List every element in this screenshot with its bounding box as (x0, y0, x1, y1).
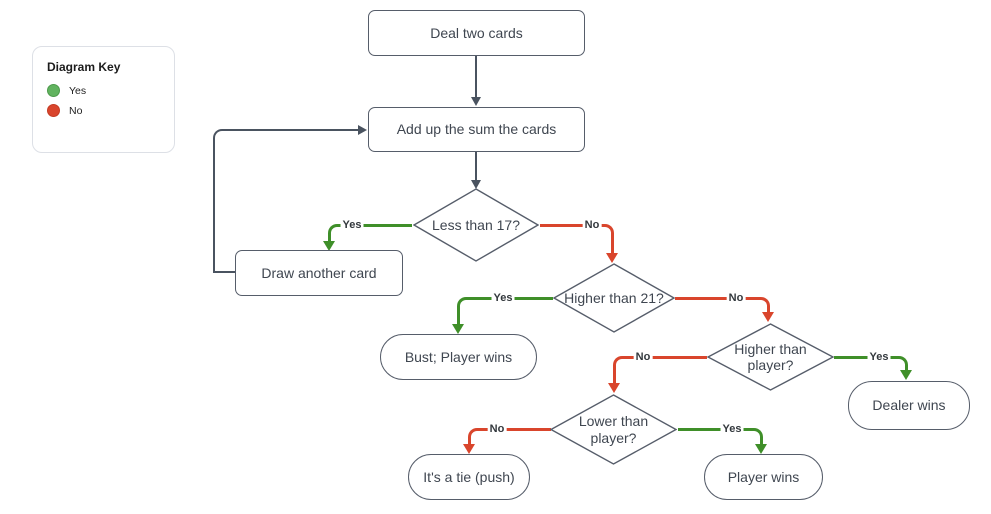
arrowhead-lowerplayer-no (463, 444, 475, 454)
connector-higher21-no (675, 297, 770, 315)
arrowhead-lowerplayer-yes (755, 444, 767, 454)
terminal-its-a-tie: It's a tie (push) (408, 454, 530, 500)
legend-no-label: No (69, 104, 83, 117)
edge-label-less17-no: No (582, 219, 602, 231)
edge-label-lowerplayer-yes: Yes (720, 423, 744, 435)
node-deal-two-cards-label: Deal two cards (430, 24, 523, 41)
decision-lower-than-player-label: Lower than player? (578, 413, 649, 446)
connector-draw-to-sum-loop (213, 129, 360, 272)
decision-higher-than-21-shape (553, 263, 675, 333)
terminal-player-wins: Player wins (704, 454, 823, 500)
decision-higher-than-21-label: Higher than 21? (564, 289, 664, 306)
arrowhead-less17-no (606, 253, 618, 263)
no-color-dot-icon (47, 104, 60, 117)
arrowhead-sum-to-less17 (471, 180, 481, 189)
legend-item-yes: Yes (47, 84, 160, 97)
edge-label-higherplayer-no: No (633, 351, 653, 363)
edge-label-higherplayer-yes: Yes (867, 351, 891, 363)
node-draw-another-card-label: Draw another card (261, 264, 377, 281)
connector-sum-to-less17 (475, 152, 477, 180)
node-add-up-sum-label: Add up the sum the cards (396, 121, 557, 138)
arrowhead-deal-to-sum (471, 97, 481, 106)
connector-less17-no (540, 224, 614, 256)
connector-higherplayer-no (613, 356, 707, 386)
arrowhead-higherplayer-no (608, 383, 620, 393)
terminal-player-wins-label: Player wins (727, 468, 800, 485)
arrowhead-higher21-yes (452, 324, 464, 334)
decision-less-than-17-shape (413, 188, 539, 262)
arrowhead-less17-yes (323, 241, 335, 251)
decision-higher-than-player-shape (707, 323, 834, 391)
edge-label-higher21-yes: Yes (491, 292, 515, 304)
legend-title: Diagram Key (47, 60, 121, 74)
legend-yes-label: Yes (69, 84, 87, 97)
decision-lower-than-player: Lower than player? (550, 394, 677, 465)
legend-item-no: No (47, 104, 160, 117)
edge-label-less17-yes: Yes (340, 219, 364, 231)
edge-label-higher21-no: No (726, 292, 746, 304)
node-draw-another-card: Draw another card (235, 250, 403, 296)
arrowhead-higherplayer-yes (900, 370, 912, 380)
terminal-its-a-tie-label: It's a tie (push) (423, 468, 515, 485)
decision-higher-than-player-label: Higher than player? (734, 340, 807, 373)
terminal-dealer-wins: Dealer wins (848, 381, 970, 430)
connector-less17-yes (328, 224, 412, 244)
decision-higher-than-player: Higher than player? (707, 323, 834, 391)
connector-draw-to-sum-loop-stub (213, 271, 236, 273)
terminal-dealer-wins-label: Dealer wins (872, 397, 946, 414)
arrowhead-higher21-no (762, 312, 774, 322)
decision-less-than-17-label: Less than 17? (432, 216, 520, 233)
connector-deal-to-sum (475, 56, 477, 97)
yes-color-dot-icon (47, 84, 60, 97)
connector-lowerplayer-no (468, 428, 551, 447)
terminal-bust-player-wins-label: Bust; Player wins (404, 348, 513, 365)
decision-higher-than-21: Higher than 21? (553, 263, 675, 333)
legend-panel: Diagram Key Yes No (32, 46, 175, 153)
edge-label-lowerplayer-no: No (487, 423, 507, 435)
decision-lower-than-player-shape (550, 394, 677, 465)
node-deal-two-cards: Deal two cards (368, 10, 585, 56)
decision-less-than-17: Less than 17? (413, 188, 539, 262)
arrowhead-loop-to-sum (358, 125, 367, 135)
node-add-up-sum: Add up the sum the cards (368, 107, 585, 152)
connector-lowerplayer-yes (678, 428, 763, 447)
terminal-bust-player-wins: Bust; Player wins (380, 334, 537, 380)
